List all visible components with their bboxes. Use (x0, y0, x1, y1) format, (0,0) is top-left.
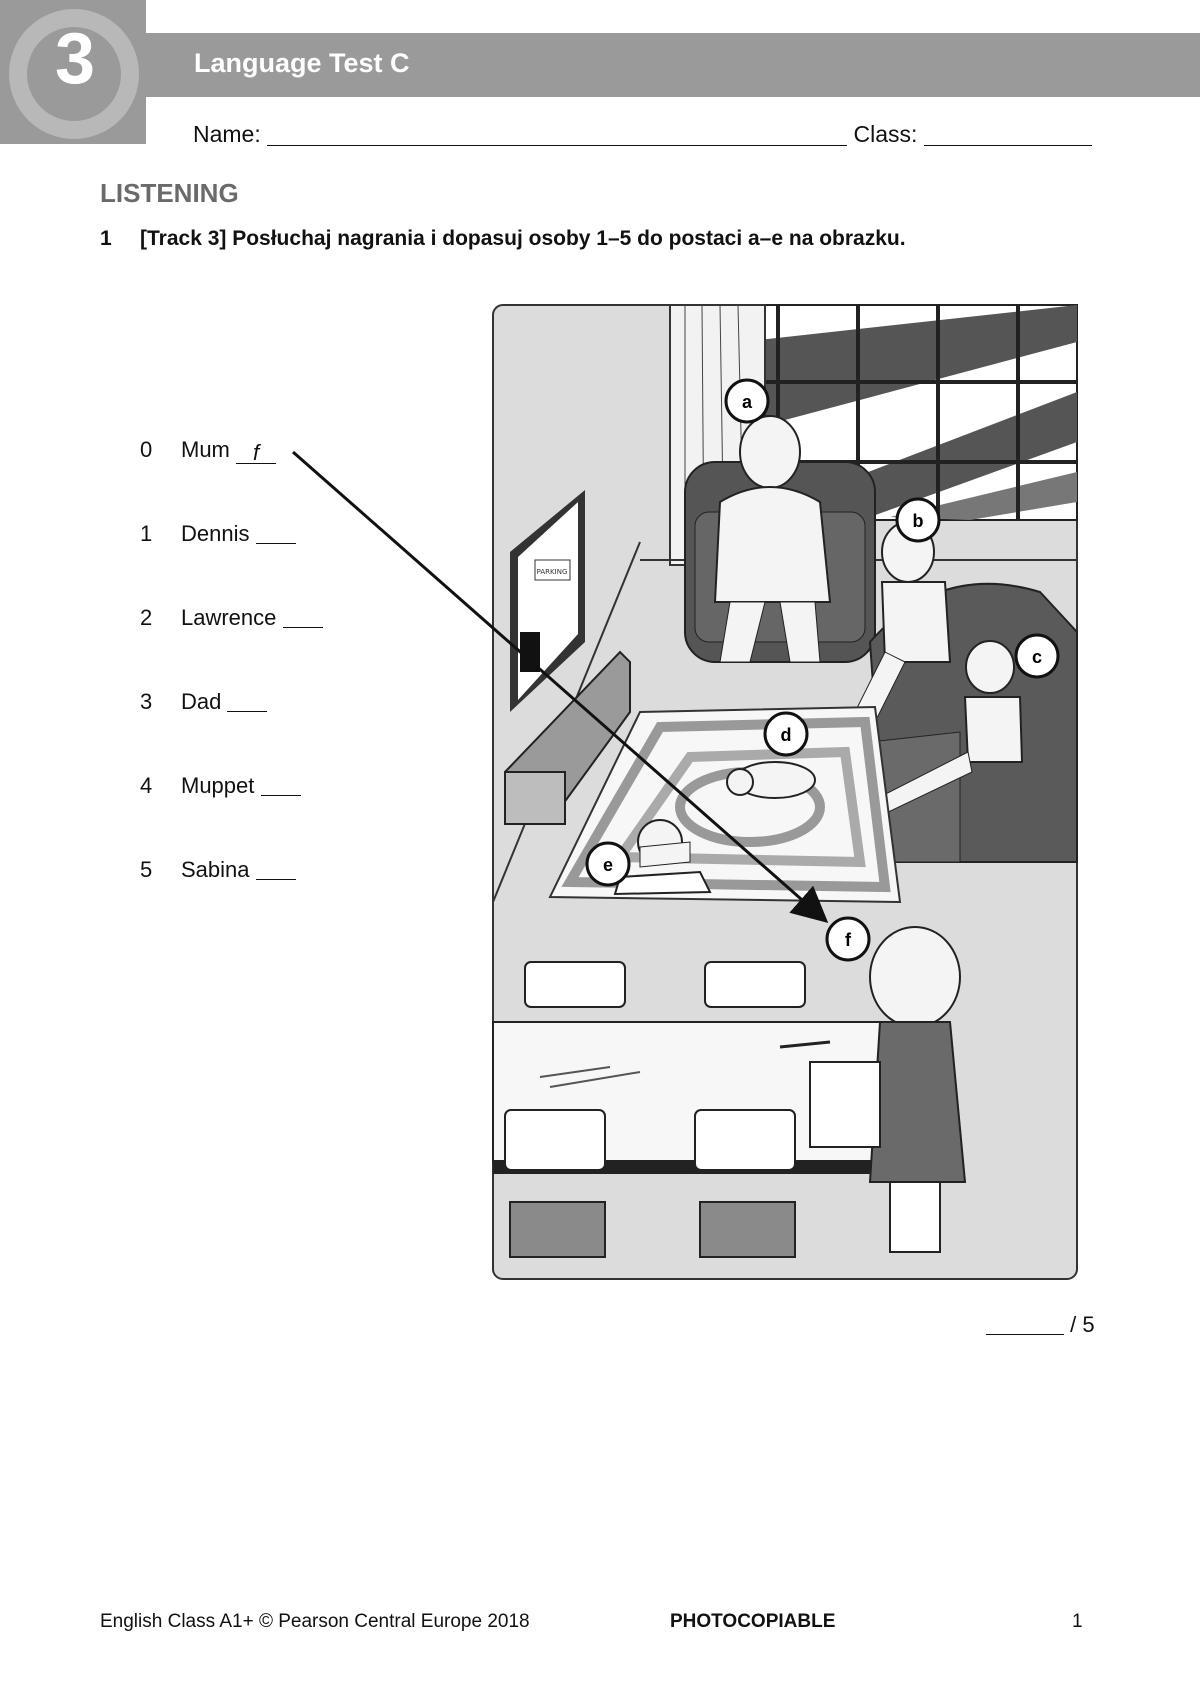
label-a-text: a (742, 392, 753, 412)
label-d-text: d (781, 725, 792, 745)
class-field[interactable] (923, 123, 1092, 146)
label-b: b (895, 497, 941, 543)
person-f (779, 926, 967, 1183)
unit-badge: 3 (0, 0, 146, 144)
answer-field[interactable] (255, 859, 296, 880)
label-c: c (1014, 633, 1060, 679)
item-number: 5 (140, 857, 153, 882)
answer-field[interactable] (282, 607, 323, 628)
label-e-text: e (603, 855, 613, 875)
label-a: a (724, 378, 770, 424)
item-number: 4 (140, 773, 153, 798)
item-name: Dennis (181, 521, 250, 546)
label-f-text: f (845, 930, 852, 950)
task-instruction: 1 [Track 3] Posłuchaj nagrania i dopasuj … (100, 227, 906, 251)
score-field[interactable] (986, 1314, 1064, 1335)
name-field[interactable] (267, 123, 848, 146)
living-room-illustration: PARKING (492, 304, 1078, 1280)
page-number: 1 (1072, 1611, 1083, 1632)
unit-ring-icon (9, 9, 139, 139)
item-name: Lawrence (181, 605, 277, 630)
class-label: Class: (853, 121, 918, 147)
test-title: Language Test C (194, 48, 410, 78)
answer-field[interactable] (260, 775, 301, 796)
unit-number: 3 (54, 19, 96, 99)
list-item: 2 Lawrence (140, 605, 323, 631)
label-c-text: c (1032, 647, 1042, 667)
score-total: / 5 (1070, 1312, 1095, 1337)
section-heading: LISTENING (100, 178, 239, 208)
task-text: [Track 3] Posłuchaj nagrania i dopasuj o… (140, 227, 906, 250)
answer-field[interactable]: f (236, 442, 277, 464)
label-e: e (585, 841, 631, 887)
item-name: Sabina (181, 857, 250, 882)
list-item: 4 Muppet (140, 773, 301, 799)
answer-field[interactable] (255, 523, 296, 544)
list-item: 5 Sabina (140, 857, 296, 883)
person-c (869, 640, 1024, 818)
item-number: 0 (140, 437, 153, 462)
item-name: Dad (181, 689, 222, 714)
label-b-text: b (913, 511, 924, 531)
footer-photocopiable: PHOTOCOPIABLE (670, 1611, 836, 1632)
answer-field[interactable] (227, 691, 268, 712)
footer-copyright: English Class A1+ © Pearson Central Euro… (100, 1611, 530, 1632)
tv-sign: PARKING (537, 568, 568, 576)
list-item: 1 Dennis (140, 521, 296, 547)
list-item: 3 Dad (140, 689, 268, 715)
item-number: 2 (140, 605, 153, 630)
name-class-line: Name: Class: (193, 121, 1092, 148)
item-number: 3 (140, 689, 153, 714)
label-f: f (825, 916, 871, 962)
item-name: Muppet (181, 773, 255, 798)
task-number: 1 (100, 227, 112, 250)
item-number: 1 (140, 521, 153, 546)
name-label: Name: (193, 121, 261, 147)
title-bar: Language Test C (146, 33, 1200, 97)
score-box: / 5 (986, 1312, 1095, 1338)
list-item: 0 Mum f (140, 437, 277, 464)
label-d: d (763, 711, 809, 757)
item-name: Mum (181, 437, 230, 462)
